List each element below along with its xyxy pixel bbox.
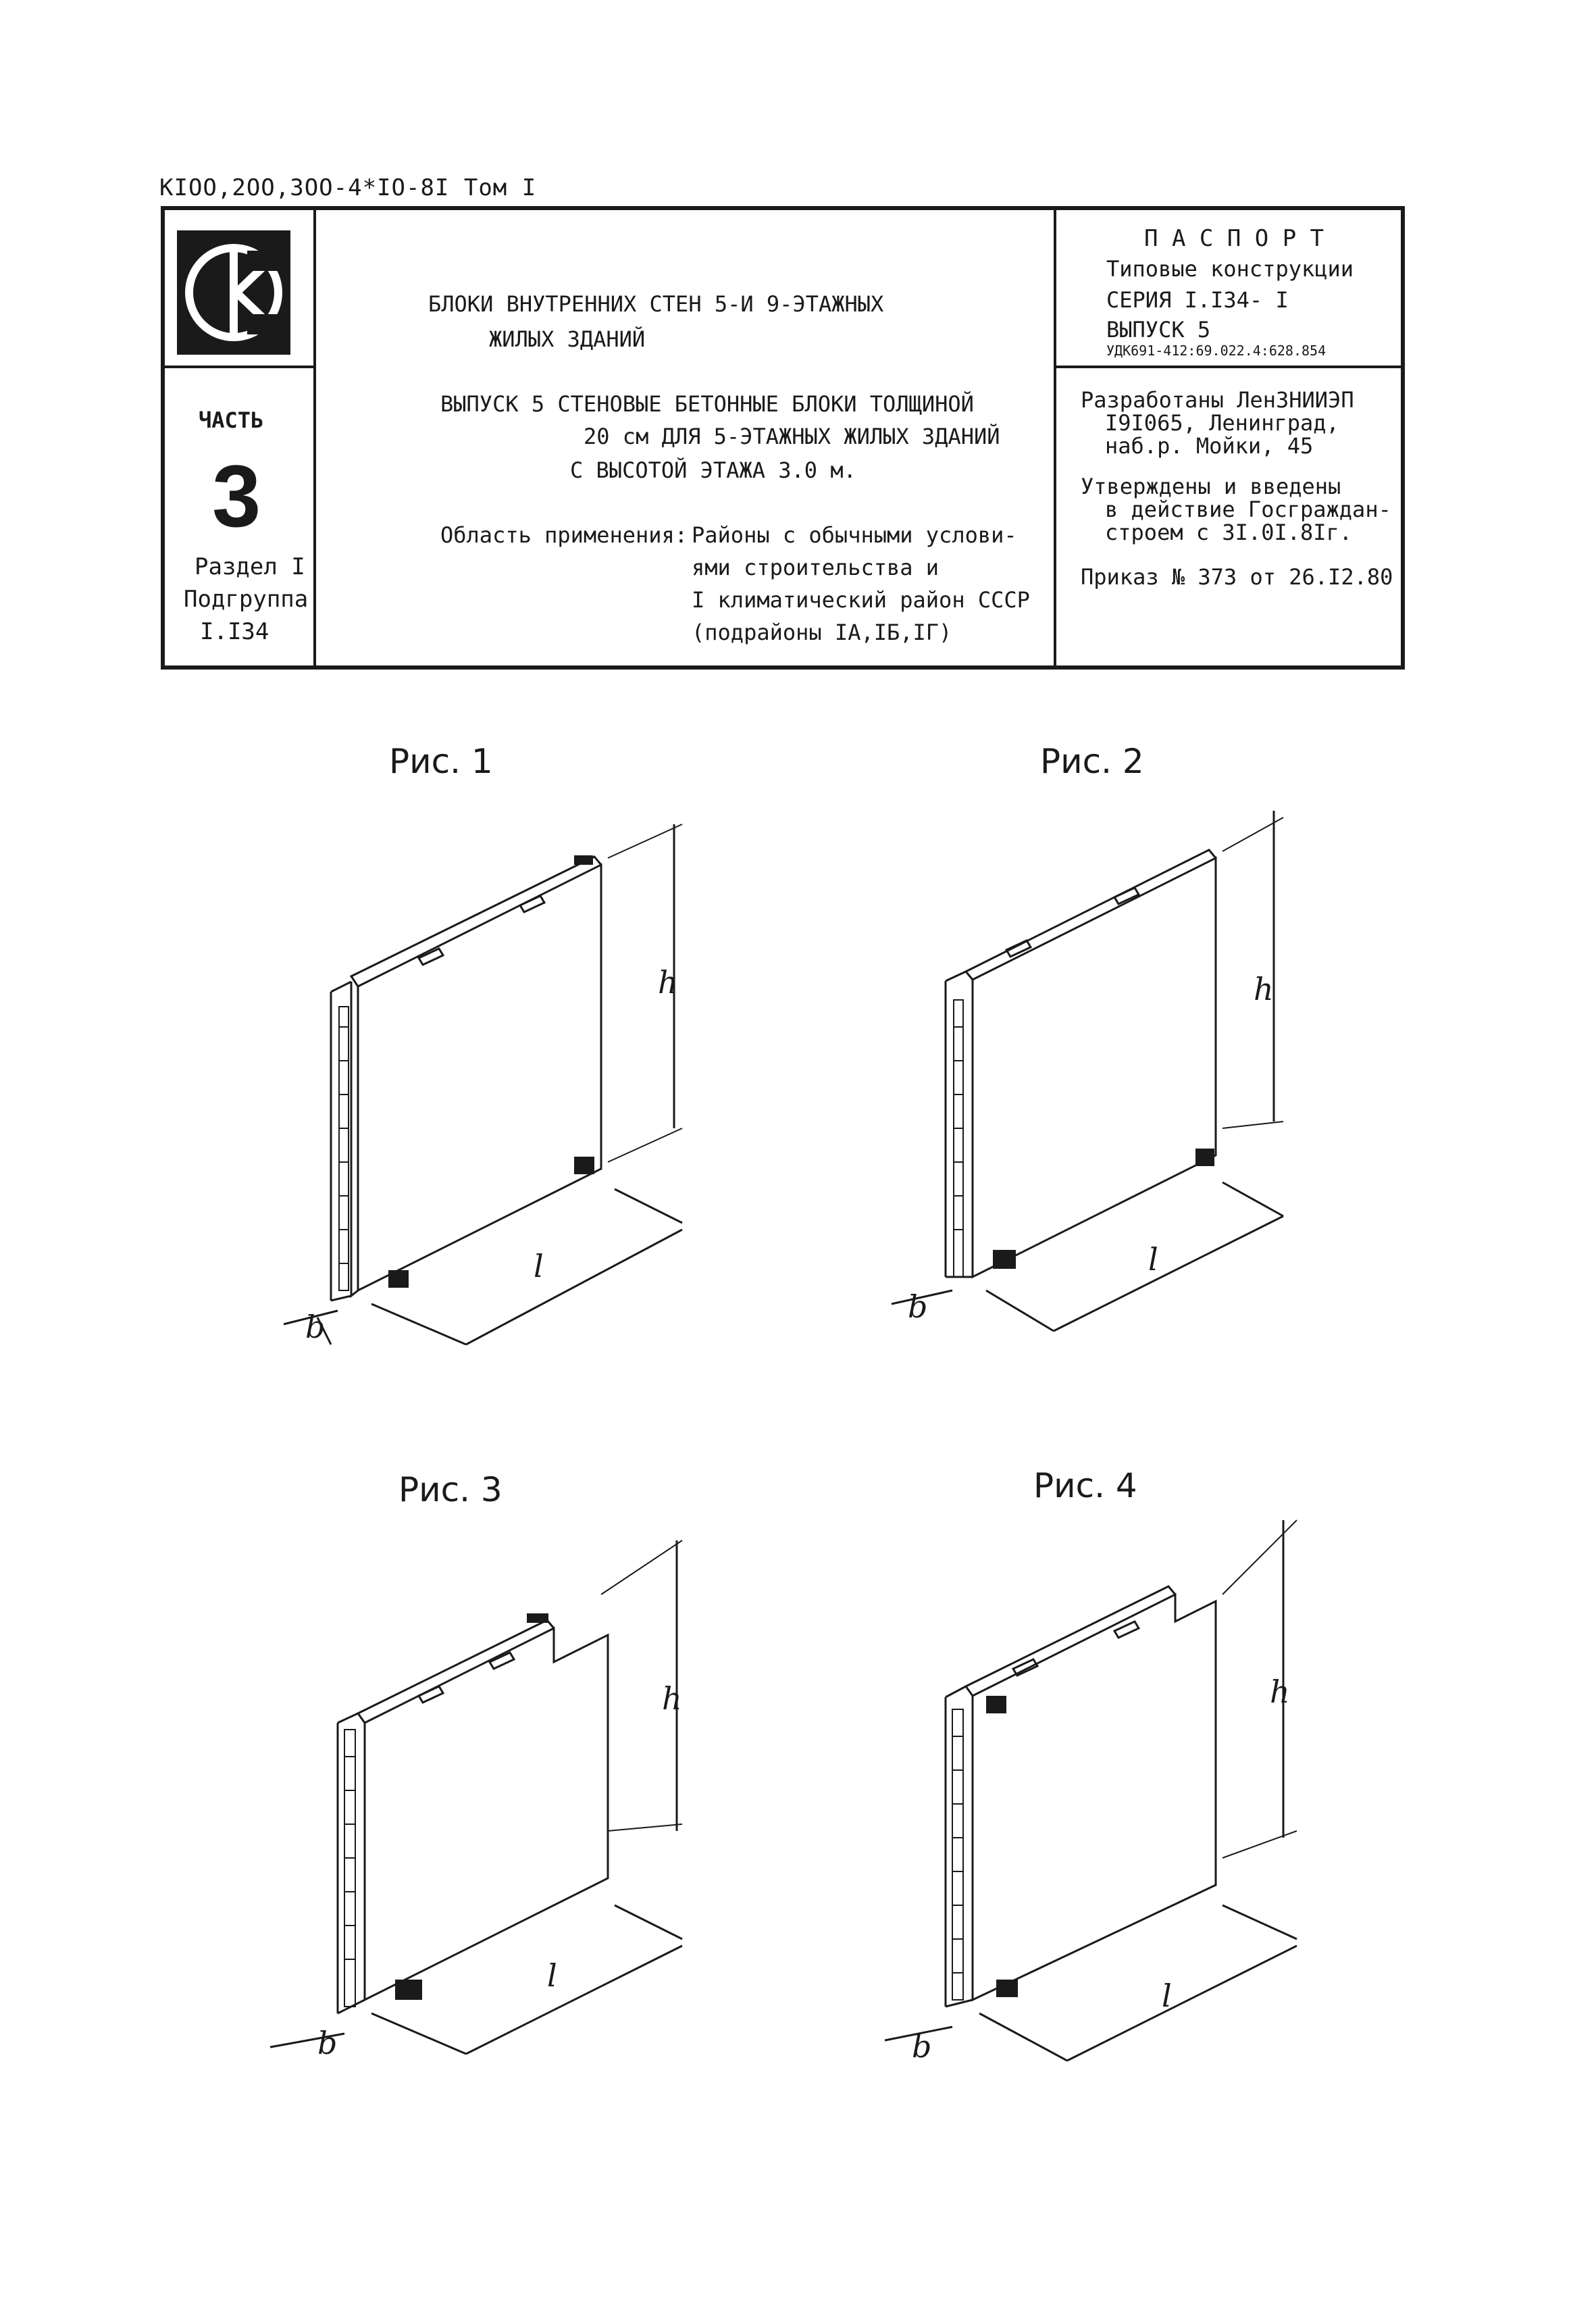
passport-title: П А С П О Р Т	[1144, 225, 1324, 252]
part-number: 3	[212, 447, 261, 545]
figure-2-title: Рис. 2	[1040, 742, 1144, 781]
figure-2: h l b	[891, 811, 1284, 1332]
udk-code: УДК691-412:69.022.4:628.854	[1106, 343, 1327, 359]
title-line: БЛОКИ ВНУТРЕННИХ СТЕН 5-И 9-ЭТАЖНЫХ	[428, 291, 884, 317]
length-label: l	[547, 1957, 557, 1994]
length-label: l	[1148, 1241, 1158, 1278]
developer: Разработаны ЛенЗНИИЭП	[1081, 387, 1354, 413]
wall-block-drawing	[891, 811, 1284, 1332]
developer-address: I9I065, Ленинград,	[1105, 410, 1339, 436]
divider	[165, 366, 313, 368]
height-label: h	[658, 964, 678, 1001]
scope-label: Область применения:	[440, 522, 688, 548]
title-block: ЧАСТЬ 3 Раздел I Подгруппа I.I34 БЛОКИ В…	[161, 206, 1405, 670]
thickness-label: b	[305, 1309, 325, 1345]
scope-line: ями строительства и	[692, 555, 939, 580]
wall-block-drawing	[884, 1519, 1297, 2062]
divider	[1054, 366, 1401, 368]
issue-number: ВЫПУСК 5	[1106, 317, 1211, 343]
approval: в действие Госграждан-	[1105, 497, 1391, 522]
length-label: l	[534, 1248, 544, 1284]
document-code: KIOO,2OO,3OO-4*IO-8I Том I	[159, 174, 537, 201]
height-label: h	[1254, 971, 1274, 1007]
subgroup-code: I.I34	[200, 618, 269, 645]
issue-line: 20 см ДЛЯ 5-ЭТАЖНЫХ ЖИЛЫХ ЗДАНИЙ	[584, 424, 1000, 449]
figure-3-title: Рис. 3	[398, 1470, 503, 1509]
scope-line: (подрайоны IA,IБ,IГ)	[692, 620, 952, 645]
approval: строем с 3I.0I.8Iг.	[1105, 520, 1353, 545]
scope-line: I климатический район СССР	[692, 587, 1030, 613]
title-line: ЖИЛЫХ ЗДАНИЙ	[489, 326, 646, 352]
divider	[313, 210, 316, 665]
issue-line: С ВЫСОТОЙ ЭТАЖА 3.0 м.	[570, 457, 856, 483]
figure-1: h l b	[283, 824, 683, 1346]
issue-line: ВЫПУСК 5 СТЕНОВЫЕ БЕТОННЫЕ БЛОКИ ТОЛЩИНО…	[440, 391, 974, 417]
types-label: Типовые конструкции	[1106, 256, 1354, 282]
approval: Утверждены и введены	[1081, 474, 1341, 499]
figure-3: h l b	[269, 1540, 683, 2061]
order: Приказ № 373 от 26.I2.80	[1081, 564, 1393, 590]
wall-block-drawing	[283, 824, 683, 1346]
wall-block-drawing	[269, 1540, 683, 2055]
figure-1-title: Рис. 1	[389, 742, 493, 781]
height-label: h	[1270, 1674, 1290, 1710]
series-label: СЕРИЯ I.I34- I	[1106, 287, 1289, 313]
thickness-label: b	[908, 1288, 927, 1325]
length-label: l	[1162, 1978, 1172, 2014]
standard-logo	[177, 230, 290, 355]
section: Раздел I	[195, 553, 305, 580]
developer-address: наб.р. Мойки, 45	[1105, 433, 1314, 459]
subgroup: Подгруппа	[184, 586, 309, 613]
figure-4-title: Рис. 4	[1033, 1466, 1137, 1505]
scope-line: Районы с обычными услови-	[692, 522, 1017, 548]
figure-4: h l b	[884, 1519, 1297, 2065]
thickness-label: b	[317, 2025, 337, 2061]
height-label: h	[662, 1680, 682, 1717]
thickness-label: b	[912, 2028, 931, 2065]
divider	[1054, 210, 1056, 665]
part-label: ЧАСТЬ	[199, 407, 264, 433]
